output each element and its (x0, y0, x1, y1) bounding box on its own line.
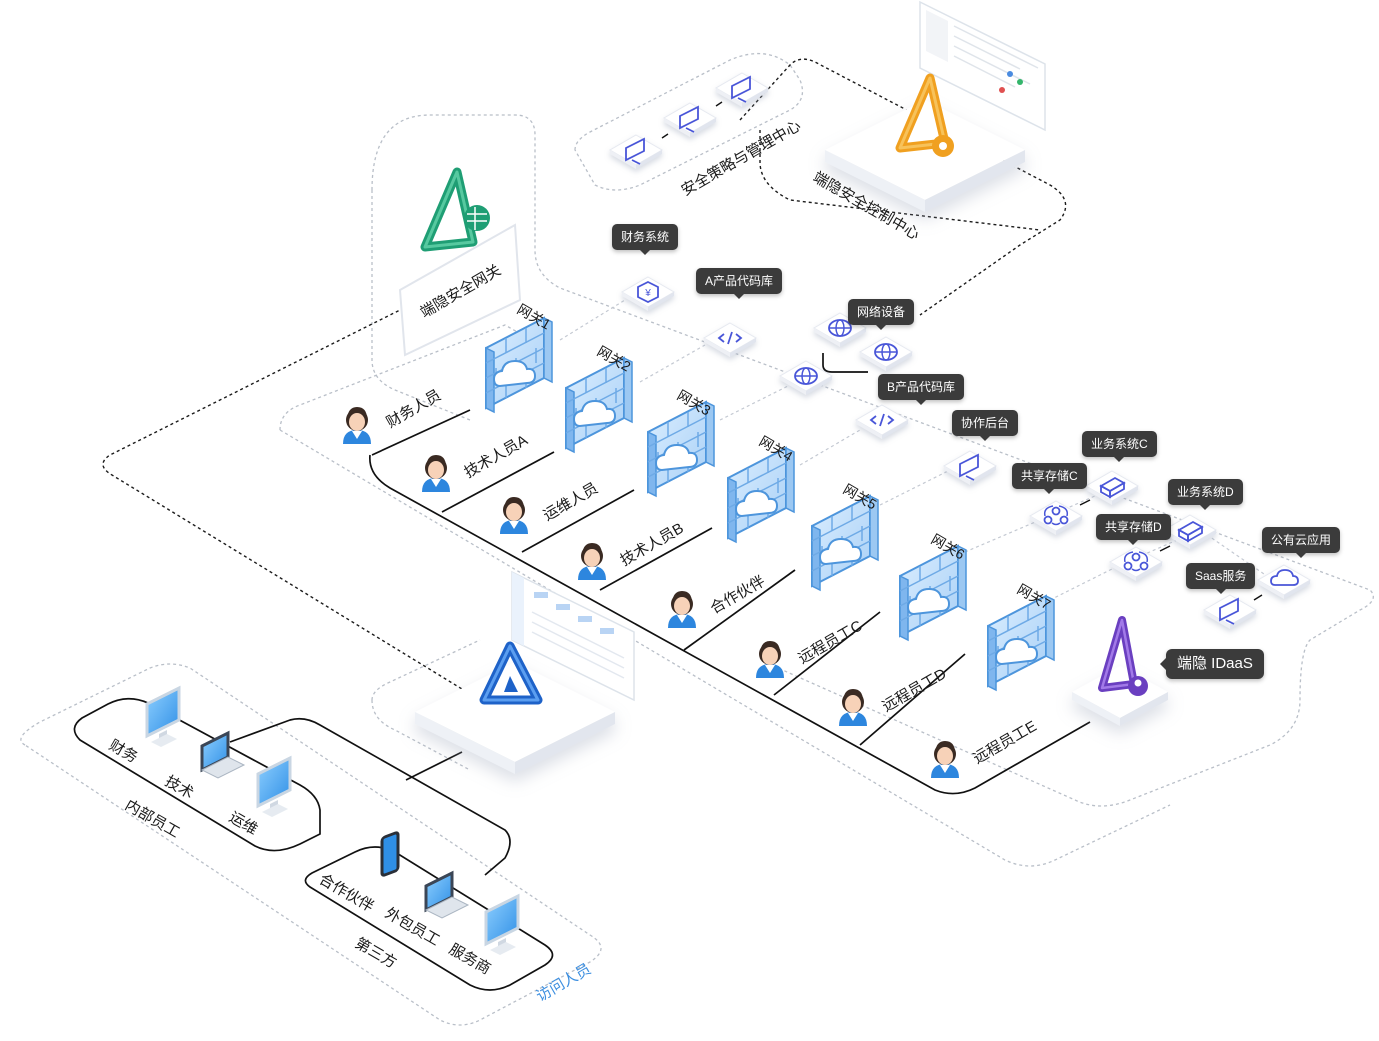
internal-device-finance: 财务 (106, 737, 140, 767)
person-tech-b[interactable]: 技术人员B (578, 520, 687, 580)
code-repo-a-tile[interactable] (703, 322, 757, 358)
network-device-tile-3[interactable] (779, 360, 833, 396)
gateway-1[interactable]: 网关1 (485, 301, 554, 413)
network-device-tile-2[interactable] (859, 336, 913, 372)
client-console-screenshot (511, 570, 635, 702)
biz-system-d-tile[interactable] (1163, 514, 1217, 550)
security-gateway-logo-icon (420, 167, 490, 252)
person-ops[interactable]: 运维人员 (500, 480, 601, 534)
control-center-logo-icon (895, 73, 954, 157)
policy-management-center[interactable]: 安全策略与管理中心 (609, 72, 804, 199)
client-logo-icon (479, 641, 543, 705)
person-remote-c-label: 远程员工C (796, 617, 866, 667)
person-avatar-icon (500, 497, 528, 534)
network-device-tag: 网络设备 (848, 299, 915, 330)
gateway-6[interactable]: 网关6 (899, 531, 968, 641)
person-avatar-icon (668, 591, 696, 628)
resource-tiles (621, 276, 1311, 630)
internal-device-tech: 技术 (162, 773, 196, 803)
person-remote-d-label: 远程员工D (880, 665, 950, 715)
third-party-label: 第三方 (352, 934, 400, 972)
person-avatar-icon (578, 543, 606, 580)
person-remote-c[interactable]: 远程员工C (756, 617, 865, 678)
person-avatar-icon (343, 407, 371, 444)
person-ops-label: 运维人员 (541, 480, 601, 525)
code-repo-b-tag: B产品代码库 (878, 374, 965, 405)
collab-backend-tag: 协作后台 (952, 410, 1019, 441)
firewall-icon (485, 317, 553, 413)
code-repo-b-tile[interactable] (855, 404, 909, 440)
person-remote-e-label: 远程员工E (971, 718, 1040, 768)
person-tech-a[interactable]: 技术人员A (422, 432, 531, 492)
person-finance[interactable]: 财务人员 (343, 387, 444, 444)
person-avatar-icon (756, 641, 784, 678)
shared-storage-c-tile[interactable] (1029, 500, 1083, 536)
person-finance-label: 财务人员 (384, 387, 444, 432)
desktop-monitor-icon (256, 756, 292, 819)
idaas-node[interactable] (1072, 616, 1168, 726)
collab-backend-tile[interactable] (943, 450, 997, 486)
third-party-group[interactable]: 合作伙伴 外包员工 服务商 第三方 (316, 831, 520, 978)
gateway-7[interactable]: 网关7 (987, 581, 1055, 691)
security-gateway[interactable]: 端隐安全网关 (398, 167, 522, 357)
biz-system-c-tag: 业务系统C (1082, 431, 1157, 462)
idaas-logo-icon (1098, 616, 1148, 696)
third-party-device-provider: 服务商 (446, 941, 493, 978)
gateway-4[interactable]: 网关4 (727, 433, 796, 543)
person-avatar-icon (839, 689, 867, 726)
shared-storage-d-tag: 共享存储D (1096, 514, 1171, 545)
gateway-3[interactable]: 网关3 (647, 387, 715, 497)
public-cloud-tile[interactable] (1257, 564, 1311, 600)
public-cloud-tag: 公有云应用 (1262, 527, 1341, 558)
shared-storage-c-tag: 共享存储C (1012, 463, 1087, 494)
finance-system-tag: 财务系统 (612, 224, 679, 255)
desktop-monitor-icon (484, 894, 520, 957)
desktop-monitor-icon (145, 686, 181, 749)
phone-icon (380, 831, 400, 877)
internal-device-ops: 运维 (226, 809, 260, 839)
network-lines (73, 353, 1091, 991)
saas-tag: Saas服务 (1186, 563, 1256, 594)
access-links (559, 299, 1281, 601)
gateway-2[interactable]: 网关2 (565, 343, 634, 453)
laptop-icon (424, 871, 470, 920)
client-center[interactable] (415, 570, 635, 774)
saas-tile[interactable] (1203, 594, 1257, 630)
finance-system-tile[interactable] (621, 276, 675, 312)
person-remote-d[interactable]: 远程员工D (839, 665, 949, 726)
idaas-tag: 端隐 IDaaS (1160, 649, 1264, 679)
internal-staff-label: 内部员工 (122, 797, 182, 842)
control-lines (102, 58, 1067, 701)
biz-system-d-tag: 业务系统D (1168, 479, 1243, 510)
control-console-screenshot (919, 0, 1046, 132)
person-tech-a-label: 技术人员A (462, 432, 531, 482)
gateway-5[interactable]: 网关5 (811, 481, 880, 591)
person-remote-e[interactable]: 远程员工E (931, 718, 1040, 778)
region-outlines (20, 52, 1374, 1026)
code-repo-a-tag: A产品代码库 (696, 268, 783, 299)
shared-storage-d-tile[interactable] (1109, 546, 1163, 582)
person-avatar-icon (422, 455, 450, 492)
